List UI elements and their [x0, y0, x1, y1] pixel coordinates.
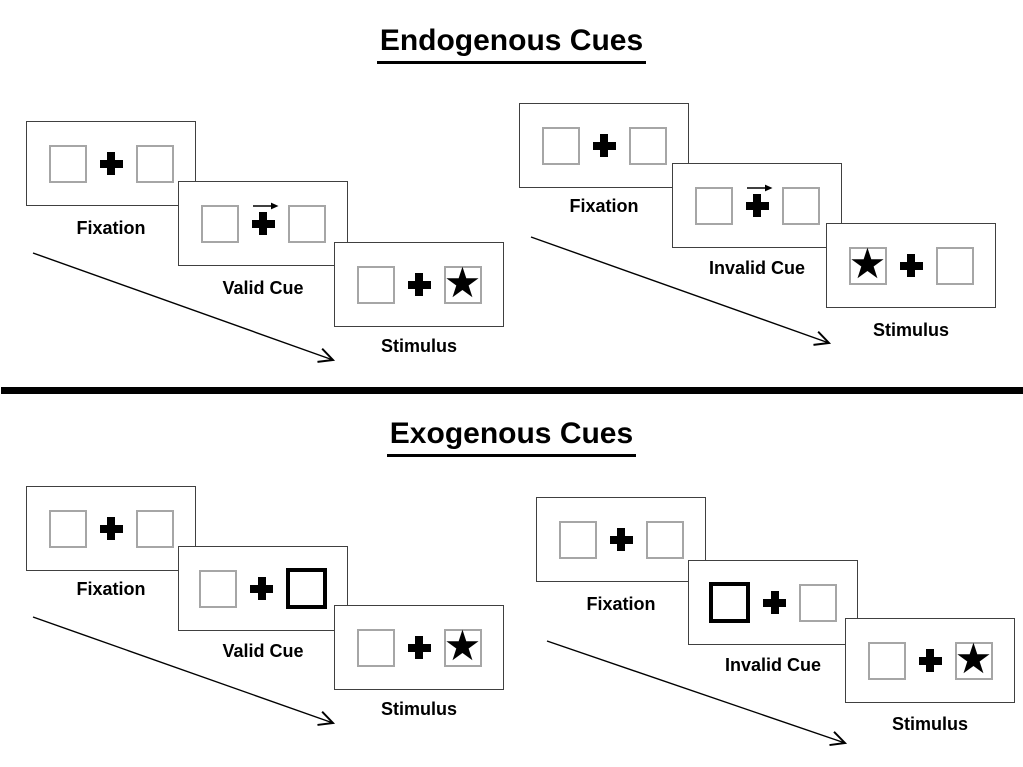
fixation-label: Fixation — [76, 218, 146, 238]
cross-with-arrow — [251, 202, 278, 235]
stimulus-panel: ★ — [334, 605, 504, 690]
timeline-arrow — [32, 616, 336, 726]
cue-label: Invalid Cue — [708, 258, 806, 278]
placeholder-box — [200, 204, 239, 243]
placeholder-box — [558, 520, 597, 559]
placeholder-box — [781, 186, 820, 225]
timeline-arrow — [530, 236, 832, 346]
fixation-panel — [519, 103, 689, 188]
fixation-cross-icon — [251, 212, 275, 235]
placeholder-box — [48, 509, 87, 548]
fixation-cross-icon — [250, 577, 273, 600]
target-star-icon: ★ — [443, 258, 482, 307]
cue-label: Valid Cue — [222, 278, 304, 298]
cue-panel — [178, 181, 348, 266]
fixation-cross-icon — [407, 273, 431, 296]
placeholder-box — [541, 126, 580, 165]
target-box: ★ — [848, 239, 887, 288]
placeholder-box — [135, 144, 174, 183]
cue-panel — [672, 163, 842, 248]
target-box: ★ — [954, 634, 993, 683]
placeholder-box — [935, 246, 974, 285]
cue-label: Valid Cue — [222, 641, 304, 661]
section-title-text: Exogenous Cues — [386, 417, 637, 457]
fixation-label: Fixation — [586, 594, 656, 614]
section-divider — [1, 387, 1023, 394]
cue-panel — [178, 546, 348, 631]
target-box: ★ — [443, 258, 482, 307]
cross-with-arrow — [745, 184, 772, 217]
placeholder-box — [356, 628, 395, 667]
cue-direction-arrow-icon — [746, 184, 772, 192]
fixation-panel — [536, 497, 706, 582]
fixation-cross-icon — [99, 152, 123, 175]
stimulus-panel: ★ — [826, 223, 996, 308]
fixation-cross-icon — [763, 591, 786, 614]
cue-label: Invalid Cue — [724, 655, 822, 675]
placeholder-box — [356, 265, 395, 304]
stimulus-label: Stimulus — [380, 699, 457, 719]
placeholder-box — [628, 126, 667, 165]
fixation-label: Fixation — [76, 579, 146, 599]
placeholder-box — [694, 186, 733, 225]
stimulus-label: Stimulus — [872, 320, 949, 340]
fixation-cross-icon — [592, 134, 616, 157]
fixation-cross-icon — [899, 254, 923, 277]
fixation-panel — [26, 486, 196, 571]
timeline-arrow — [546, 640, 848, 747]
stimulus-label: Stimulus — [380, 336, 457, 356]
fixation-cross-icon — [99, 517, 123, 540]
fixation-cross-icon — [918, 649, 942, 672]
placeholder-box — [799, 583, 837, 622]
placeholder-box — [287, 204, 326, 243]
target-star-icon: ★ — [954, 634, 993, 683]
target-star-icon: ★ — [848, 239, 887, 288]
fixation-cross-icon — [407, 636, 431, 659]
cue-panel — [688, 560, 858, 645]
placeholder-box — [645, 520, 684, 559]
placeholder-box — [135, 509, 174, 548]
section-title-text: Endogenous Cues — [376, 24, 647, 64]
section-title-exogenous: Exogenous Cues — [0, 417, 1023, 457]
timeline-arrow — [32, 252, 336, 363]
stimulus-panel: ★ — [334, 242, 504, 327]
fixation-panel — [26, 121, 196, 206]
section-title-endogenous: Endogenous Cues — [0, 24, 1023, 64]
fixation-cross-icon — [609, 528, 633, 551]
placeholder-box — [199, 569, 237, 608]
placeholder-box — [48, 144, 87, 183]
stimulus-label: Stimulus — [891, 714, 968, 734]
fixation-cross-icon — [745, 194, 769, 217]
target-star-icon: ★ — [443, 621, 482, 670]
placeholder-box — [867, 641, 906, 680]
cue-highlight-box — [286, 568, 327, 609]
cue-direction-arrow-icon — [252, 202, 278, 210]
stimulus-panel: ★ — [845, 618, 1015, 703]
target-box: ★ — [443, 621, 482, 670]
fixation-label: Fixation — [569, 196, 639, 216]
cue-highlight-box — [709, 582, 750, 623]
